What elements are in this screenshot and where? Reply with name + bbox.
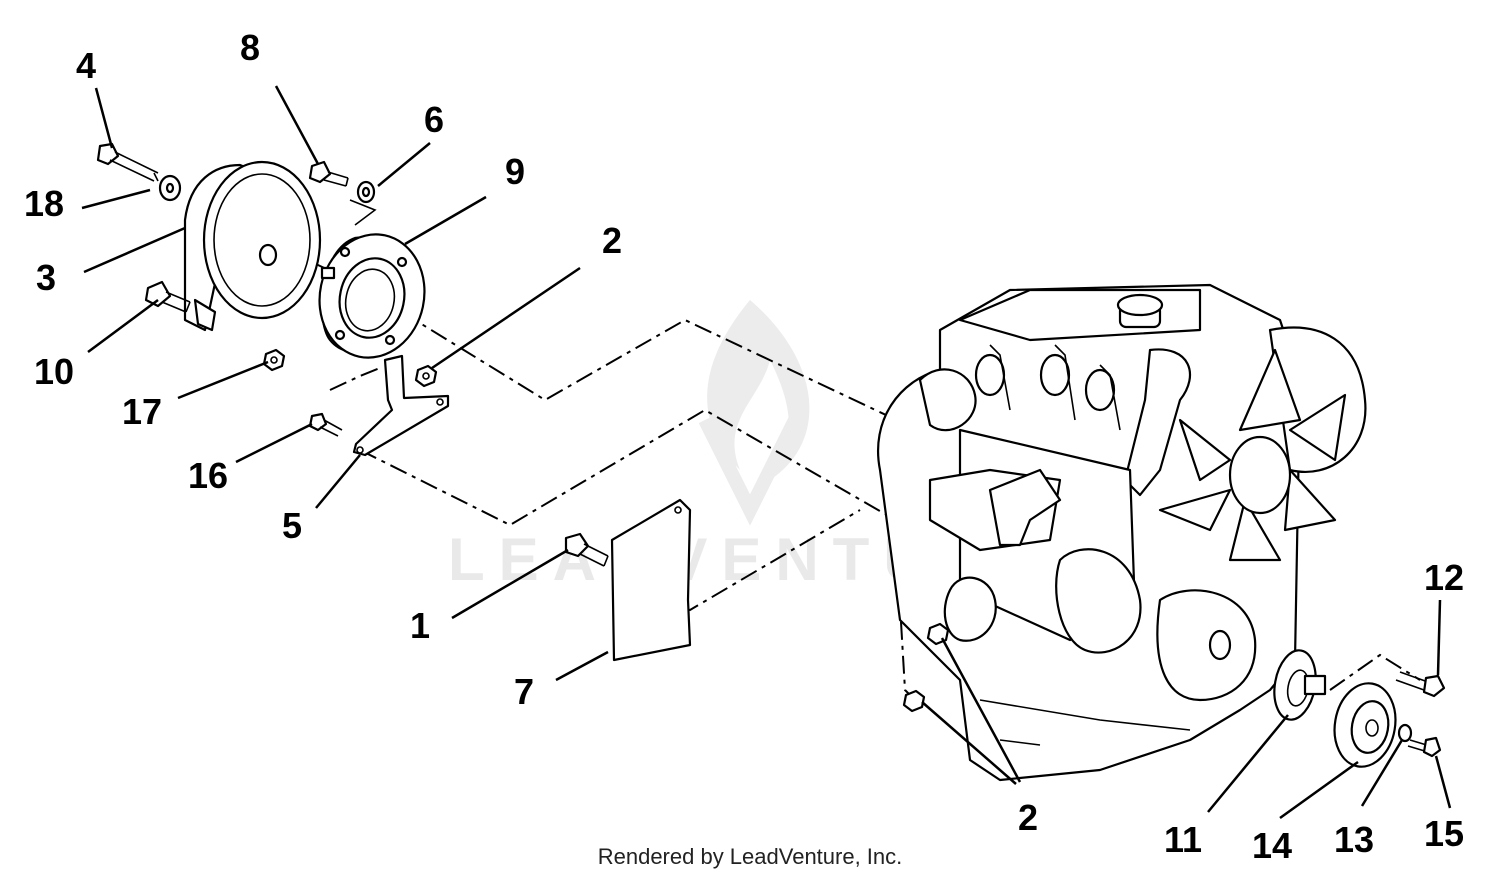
screw-part-16 xyxy=(308,412,343,437)
callout-16: 16 xyxy=(188,455,228,496)
callout-14: 14 xyxy=(1252,825,1292,866)
callout-15: 15 xyxy=(1424,813,1464,854)
nut-part-2-lower-b xyxy=(902,689,926,713)
leadventure-flame-logo xyxy=(707,300,810,480)
bolt-part-4 xyxy=(96,142,159,182)
bolt-part-1 xyxy=(564,532,609,567)
callout-11: 11 xyxy=(1164,819,1202,860)
callout-17: 17 xyxy=(122,391,162,432)
bolt-part-15 xyxy=(1407,736,1442,758)
pulley-part-14 xyxy=(1333,682,1397,768)
callout-2-upper: 2 xyxy=(602,220,622,261)
callout-9: 9 xyxy=(505,151,525,192)
callout-12: 12 xyxy=(1424,557,1464,598)
housing-part-3 xyxy=(183,160,322,332)
nut-part-2-upper xyxy=(414,364,438,388)
washer-part-6 xyxy=(356,180,376,204)
bracket-part-5 xyxy=(352,354,450,457)
callout-3: 3 xyxy=(36,257,56,298)
callout-5: 5 xyxy=(282,505,302,546)
engine-assembly xyxy=(877,283,1367,782)
leader-lines xyxy=(81,85,1452,820)
callout-6: 6 xyxy=(424,99,444,140)
washer-part-18 xyxy=(158,174,182,202)
callout-13: 13 xyxy=(1334,819,1374,860)
callout-7: 7 xyxy=(514,671,534,712)
callout-18: 18 xyxy=(24,183,64,224)
callout-labels: 4 8 6 9 18 3 2 10 17 16 5 1 7 12 2 11 14… xyxy=(24,27,1464,866)
plate-part-7 xyxy=(610,498,692,662)
callout-8: 8 xyxy=(240,27,260,68)
footer-credit: Rendered by LeadVenture, Inc. xyxy=(598,844,903,869)
callout-1: 1 xyxy=(410,605,430,646)
bolt-part-10 xyxy=(144,280,191,313)
nut-part-17 xyxy=(262,348,286,372)
washer-part-13 xyxy=(1397,723,1413,743)
callout-4: 4 xyxy=(76,45,96,86)
bolt-part-12 xyxy=(1395,671,1446,698)
hub-part-11 xyxy=(1273,649,1327,721)
bolt-part-8 xyxy=(308,160,349,187)
flange-part-9 xyxy=(318,233,426,359)
callout-10: 10 xyxy=(34,351,74,392)
callout-2-lower: 2 xyxy=(1018,797,1038,838)
